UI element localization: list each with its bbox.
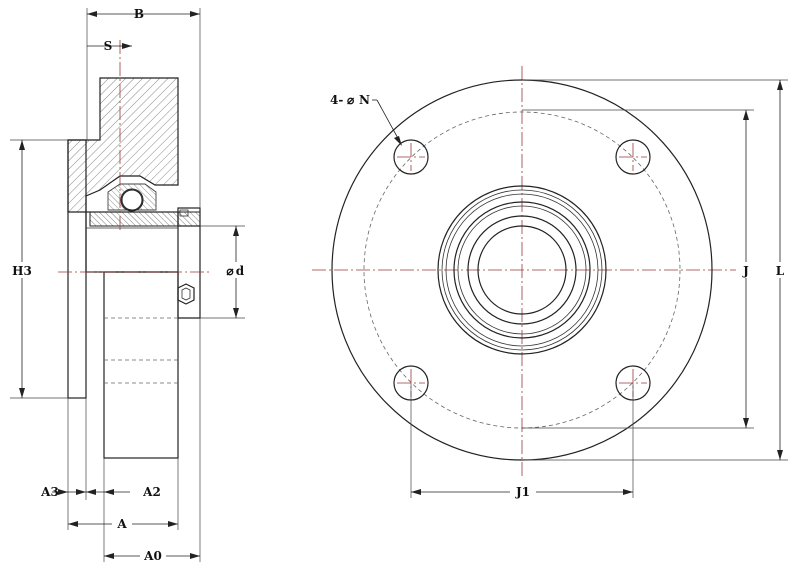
dim-label-J1: J1 xyxy=(515,485,530,499)
dim-label-A3: A3 xyxy=(40,485,59,499)
bore xyxy=(477,225,567,315)
diameter-symbol: ⌀ xyxy=(347,93,355,107)
dim-label-N-prefix: 4- xyxy=(330,93,343,107)
inner-ring xyxy=(467,215,577,325)
side-view: B S H3 ⌀ d A3 A2 xyxy=(10,7,248,563)
dim-label-d: d xyxy=(236,264,245,278)
dim-label-A2: A2 xyxy=(142,485,161,499)
dim-label-H3: H3 xyxy=(12,264,32,278)
front-view: 4- ⌀ N J L J1 xyxy=(312,66,788,499)
dim-label-A0: A0 xyxy=(143,549,162,563)
dim-label-L: L xyxy=(776,264,785,278)
housing-lower xyxy=(103,271,179,459)
diameter-symbol: ⌀ xyxy=(226,264,234,278)
dim-label-N: N xyxy=(359,93,370,107)
bearing-seal xyxy=(453,201,591,339)
bearing-outer-ring xyxy=(437,185,607,355)
bolt-hole-icon xyxy=(615,139,651,175)
bolt-hole-icon xyxy=(393,139,429,175)
dim-label-J: J xyxy=(742,264,749,278)
dim-label-B: B xyxy=(134,7,144,21)
set-screw-icon xyxy=(177,283,195,305)
dim-label-S: S xyxy=(104,39,113,53)
collar xyxy=(177,207,201,227)
inner-ring-section xyxy=(89,211,201,227)
dim-label-A: A xyxy=(116,517,127,531)
